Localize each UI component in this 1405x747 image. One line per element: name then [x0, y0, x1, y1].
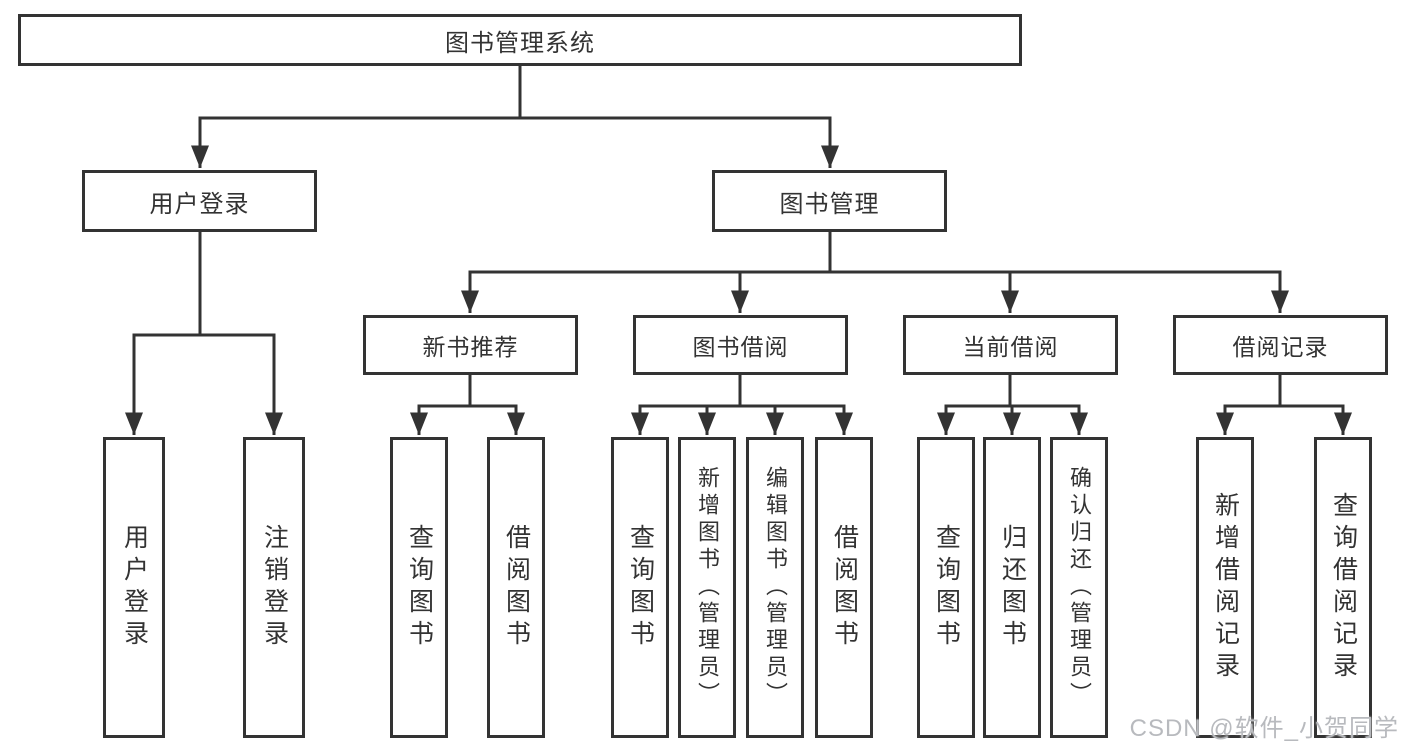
leaf-logout: 注销登录	[243, 437, 305, 738]
leaf-add-borrow-record: 新增借阅记录	[1196, 437, 1254, 738]
node-borrow-records: 借阅记录	[1173, 315, 1388, 375]
leaf-query-books-borrow: 查询图书	[611, 437, 669, 738]
leaf-query-books-recommend-label: 查询图书	[405, 523, 434, 652]
csdn-watermark: CSDN @软件_小贺同学	[1129, 715, 1399, 742]
node-book-borrow: 图书借阅	[633, 315, 848, 375]
leaf-confirm-return-admin: 确认归还（管理员）	[1050, 437, 1108, 738]
leaf-return-books: 归还图书	[983, 437, 1041, 738]
node-book-management: 图书管理	[712, 170, 947, 232]
node-new-book-recommend: 新书推荐	[363, 315, 578, 375]
leaf-edit-book-admin-label: 编辑图书（管理员）	[763, 466, 788, 709]
leaf-query-books-current-label: 查询图书	[932, 523, 961, 652]
leaf-add-book-admin: 新增图书（管理员）	[678, 437, 736, 738]
leaf-user-login-label: 用户登录	[120, 523, 149, 652]
node-root-library-system: 图书管理系统	[18, 14, 1022, 66]
leaf-add-borrow-record-label: 新增借阅记录	[1211, 491, 1240, 684]
leaf-borrow-books-recommend-label: 借阅图书	[502, 523, 531, 652]
leaf-borrow-books-recommend: 借阅图书	[487, 437, 545, 738]
leaf-borrow-books-borrow-label: 借阅图书	[830, 523, 859, 652]
leaf-logout-label: 注销登录	[260, 523, 289, 652]
leaf-query-books-recommend: 查询图书	[390, 437, 448, 738]
leaf-return-books-label: 归还图书	[998, 523, 1027, 652]
leaf-query-borrow-record: 查询借阅记录	[1314, 437, 1372, 738]
leaf-user-login: 用户登录	[103, 437, 165, 738]
leaf-confirm-return-admin-label: 确认归还（管理员）	[1067, 466, 1092, 709]
leaf-borrow-books-borrow: 借阅图书	[815, 437, 873, 738]
leaf-edit-book-admin: 编辑图书（管理员）	[746, 437, 804, 738]
node-user-login: 用户登录	[82, 170, 317, 232]
node-current-borrow: 当前借阅	[903, 315, 1118, 375]
leaf-query-books-current: 查询图书	[917, 437, 975, 738]
leaf-query-borrow-record-label: 查询借阅记录	[1329, 491, 1358, 684]
leaf-query-books-borrow-label: 查询图书	[626, 523, 655, 652]
leaf-add-book-admin-label: 新增图书（管理员）	[695, 466, 720, 709]
